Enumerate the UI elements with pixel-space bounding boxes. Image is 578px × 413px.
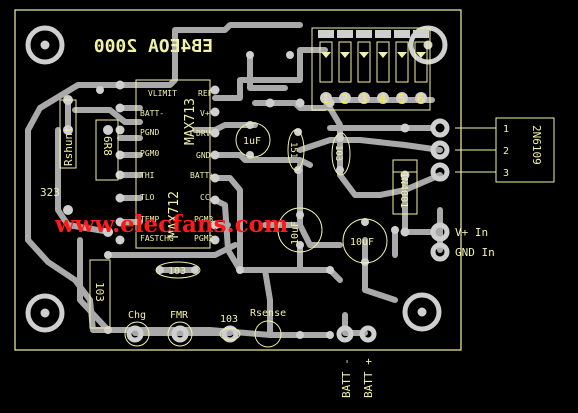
rshunt: Rshunt (59, 99, 77, 169)
dip-pin-6: 6 (417, 92, 424, 106)
ic-pin-right-8: PGM2 (194, 234, 213, 243)
ic-pin-right-5: BATT+ (190, 171, 214, 180)
gnd-in-label: GND In (455, 246, 495, 259)
rshunt-label: Rshunt (62, 126, 75, 166)
dip-pin-2: 2 (341, 92, 348, 106)
r-6r8-label: 6R8 (101, 136, 114, 156)
label-323: 323 (40, 186, 60, 199)
ic-pin-right-1: REF (198, 89, 213, 98)
ic-pin-left-3: PGM0 (140, 149, 159, 158)
ic-part-main: MAX712 (167, 191, 182, 238)
ic-pin-left-6: TEMP (140, 215, 159, 224)
cap-103-left: 103 (89, 259, 111, 329)
ic-pin-left-5: TLO (140, 193, 155, 202)
board-outline (14, 9, 462, 351)
ic-pin-left-1: BATT- (140, 109, 164, 118)
dip-switch: 1 2 3 4 5 6 (311, 27, 431, 111)
v-in-label: V+ In (455, 226, 488, 239)
cap-10uf-left: 10uF (277, 207, 323, 253)
cap-103-bottom: 103 (155, 261, 201, 279)
cap-103-right: 103 (331, 132, 351, 176)
ic-part-alt: MAX713 (183, 98, 198, 145)
transistor-label: 2N6109 (530, 125, 543, 165)
resistor-6r8: 6R8 (95, 119, 119, 181)
ic-max712: VLIMIT BATT- PGND PGM0 THI TLO TEMP FAST… (135, 79, 214, 249)
cap-1uf: 1uF (235, 122, 271, 158)
ic-pin-right-7: PGM3 (194, 215, 213, 224)
watermark: www.elecfans.com (54, 211, 288, 238)
ic-pin1-label: VLIMIT (148, 89, 177, 98)
cap-103-left-label: 103 (93, 282, 106, 302)
ic-pin-right-4: GND (196, 151, 211, 160)
led-chg-label: Chg (128, 310, 146, 321)
diode-label: 1N4001 (398, 172, 409, 208)
transistor-2n6109: 1 2 3 2N6109 (455, 117, 555, 183)
ic-pin-right-2: V+ (200, 109, 210, 118)
cap-10uf-left-label: 10uF (290, 221, 301, 245)
cap-103-bottom-label: 103 (168, 266, 186, 277)
cap-103-led-label: 103 (220, 314, 238, 325)
transistor-pin-1: 1 (503, 124, 509, 135)
dip-pin-3: 3 (360, 92, 367, 106)
batt-plus-label: BATT + (362, 358, 375, 398)
transistor-pin-2: 2 (503, 146, 509, 157)
cap-103-right-label: 103 (333, 145, 343, 161)
batt-minus-label: BATT - (340, 358, 353, 398)
ic-pin-left-4: THI (140, 171, 155, 180)
ic-pin-right-6: CC (200, 193, 210, 202)
resistor-151: 151 (287, 129, 305, 171)
led-fmr (167, 321, 193, 347)
cap-10uf-right-label: 10uF (350, 237, 374, 248)
dip-pin-4: 4 (379, 92, 386, 106)
mounting-holes (25, 25, 448, 333)
r-151-label: 151 (288, 142, 298, 158)
ic-pin-left-2: PGND (140, 128, 159, 137)
rsense-label: Rsense (250, 308, 286, 319)
led-fmr-label: FMR (170, 310, 189, 321)
dip-pin-5: 5 (398, 92, 405, 106)
cap-10uf-right: 10uF (342, 218, 388, 264)
ic-pin-right-3: DRV (196, 129, 211, 138)
rsense: Rsense (250, 308, 286, 348)
cap-103-led (219, 327, 241, 341)
board-title: EB4EOA 2000 (94, 36, 213, 57)
led-chg (124, 321, 150, 347)
cap-1uf-label: 1uF (243, 136, 261, 147)
ic-pin-left-7: FASTCHG (140, 234, 174, 243)
dip-pin-1: 1 (322, 92, 329, 106)
transistor-pin-3: 3 (503, 168, 509, 179)
diode-1n4001: 1N4001 (392, 159, 418, 215)
